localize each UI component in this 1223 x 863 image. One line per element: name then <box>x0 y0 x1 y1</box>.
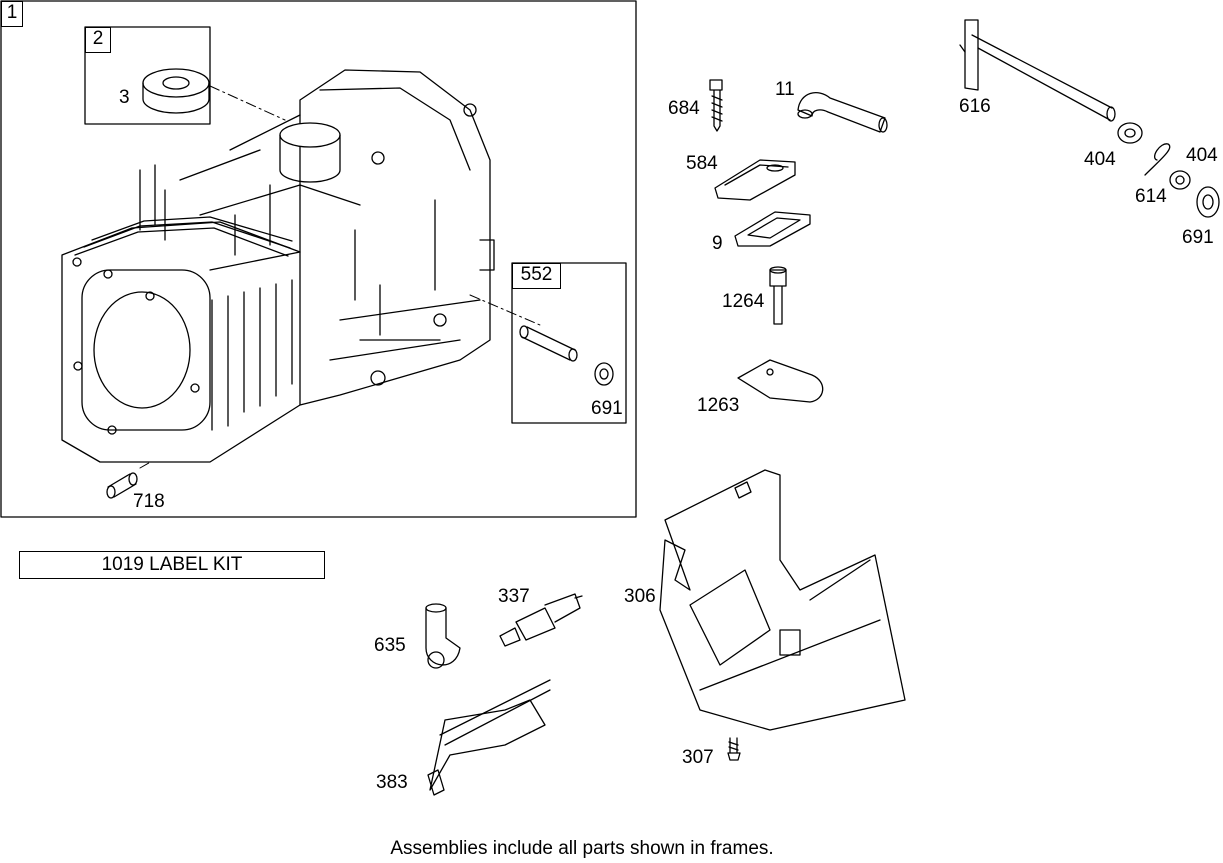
label-kit-box: 1019 LABEL KIT <box>19 551 325 579</box>
callout-breather-cover: 584 <box>686 153 718 174</box>
callout-screw: 684 <box>668 98 700 119</box>
seal-part <box>142 68 210 114</box>
breather-gasket-part <box>734 211 811 247</box>
spark-plug-boot-part <box>425 603 461 669</box>
callout-governor-shaft: 616 <box>959 96 991 117</box>
diagram-caption: Assemblies include all parts shown in fr… <box>390 838 774 859</box>
spark-plug-part <box>499 593 583 647</box>
callout-shaft-washer: 691 <box>1182 227 1214 248</box>
callout-breather-tube: 11 <box>775 79 795 100</box>
callout-plate: 1263 <box>697 395 740 416</box>
clip-part <box>1144 143 1171 176</box>
callout-spark-plug-wrench: 383 <box>376 772 408 793</box>
shaft-washer-691-part <box>1196 186 1220 218</box>
seal-frame <box>84 26 211 125</box>
bolt-part <box>769 266 787 325</box>
cylinder-assembly-frame-number: 1 <box>1 1 23 27</box>
shaft-washer-right-part <box>1169 170 1191 190</box>
callout-spark-plug: 337 <box>498 586 530 607</box>
callout-pin-washer: 691 <box>591 398 623 419</box>
callout-baffle: 306 <box>624 586 656 607</box>
pin-washer-part <box>594 362 614 386</box>
breather-cover-part <box>714 159 796 201</box>
cylinder-assembly-frame <box>0 0 637 518</box>
callout-baffle-screw: 307 <box>682 747 714 768</box>
pin-frame <box>511 262 627 424</box>
callout-spark-plug-boot: 635 <box>374 635 406 656</box>
pin-frame-number: 552 <box>512 263 561 289</box>
spark-plug-wrench-part <box>427 679 551 796</box>
cylinder-block-part <box>61 69 495 463</box>
callout-dowel-pin: 718 <box>133 491 165 512</box>
callout-seal: 3 <box>119 87 130 108</box>
seal-frame-number: 2 <box>85 27 111 53</box>
callout-washer-right: 404 <box>1186 145 1218 166</box>
screw-part <box>709 79 723 132</box>
baffle-screw-part <box>727 737 741 761</box>
callout-breather-gasket: 9 <box>712 233 723 254</box>
shaft-washer-left-part <box>1117 122 1143 144</box>
callout-bolt: 1264 <box>722 291 765 312</box>
callout-clip: 614 <box>1135 186 1167 207</box>
plate-part <box>737 359 824 403</box>
breather-tube-part <box>797 92 888 133</box>
governor-shaft-part <box>959 19 1116 122</box>
baffle-part <box>659 469 906 731</box>
dowel-pin-part <box>106 472 138 499</box>
callout-washer-left: 404 <box>1084 149 1116 170</box>
pin-part <box>519 325 578 362</box>
